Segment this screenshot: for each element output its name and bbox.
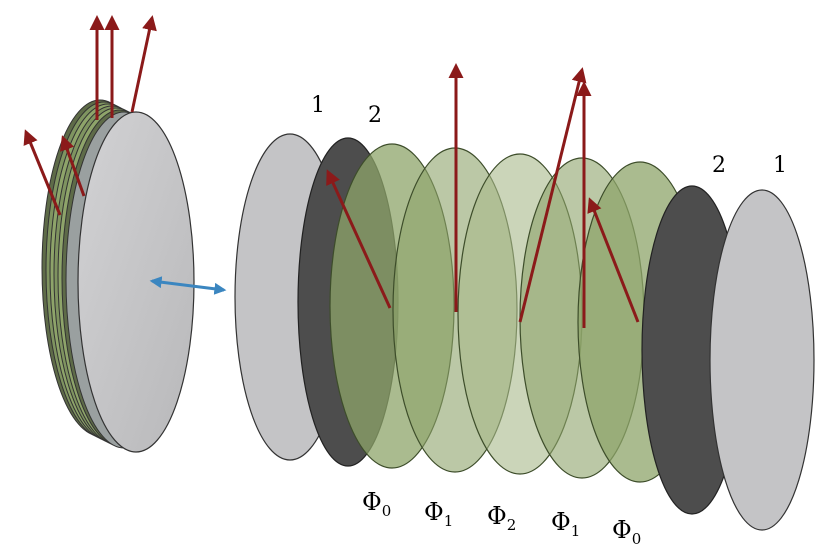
label-analyzer-right: 2 — [712, 153, 726, 178]
phase-label-2: Φ1 — [424, 498, 453, 530]
phase-label-1: Φ0 — [362, 488, 391, 520]
phase-label-4: Φ1 — [551, 508, 580, 540]
axis-arrow-phi2 — [518, 67, 587, 323]
label-polarizer-left: 1 — [311, 93, 325, 118]
phase-label-3: Φ2 — [487, 502, 516, 534]
axis-arrow-phi0-left — [326, 169, 392, 309]
polarizer-1-right — [709, 189, 815, 531]
axis-arrow — [130, 15, 157, 113]
axis-arrow — [60, 135, 86, 197]
double-headed-arrow-icon — [149, 276, 227, 295]
label-analyzer-left: 2 — [368, 103, 382, 128]
axis-arrow — [23, 129, 62, 216]
front-polarizer-disk — [77, 111, 195, 453]
label-polarizer-right: 1 — [773, 153, 787, 178]
phase-label-5: Φ0 — [612, 516, 641, 548]
axis-arrow-phi0-right — [587, 197, 640, 323]
exploded-stack — [234, 63, 815, 531]
assembled-stack — [23, 15, 195, 453]
